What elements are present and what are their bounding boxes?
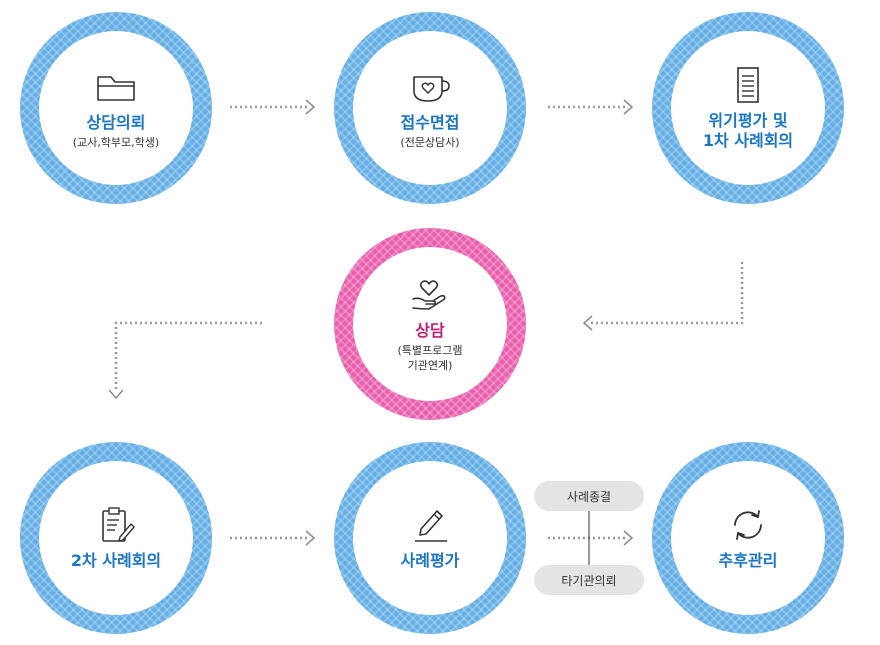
node-title: 상담	[415, 321, 445, 340]
node-request: 상담의뢰 (교사,학부모,학생)	[20, 12, 212, 204]
node-title: 상담의뢰	[86, 112, 146, 132]
node-title-line1: 위기평가 및	[708, 111, 788, 130]
node-title: 접수면접	[400, 112, 460, 132]
refresh-icon	[734, 510, 762, 540]
connector-4-5	[114, 321, 262, 392]
branch-external-referral: 타기관의뢰	[534, 565, 644, 595]
node-subtitle-line1: (특별프로그램	[397, 344, 463, 357]
arrowhead-4	[108, 389, 124, 400]
node-title-line2: 1차 사례회의	[702, 131, 794, 150]
folder-icon	[97, 75, 135, 101]
pen-icon	[415, 510, 447, 542]
branch-case-closed: 사례종결	[534, 481, 644, 511]
arrowhead-3	[582, 315, 593, 331]
node-counseling: 상담 (특별프로그램 기관연계)	[334, 228, 526, 420]
node-crisis-assessment: 위기평가 및 1차 사례회의	[652, 12, 844, 204]
node-follow-up: 추후관리	[652, 442, 844, 634]
node-subtitle: (교사,학부모,학생)	[72, 135, 160, 149]
node-title: 추후관리	[718, 551, 778, 570]
node-title: 2차 사례회의	[70, 551, 162, 570]
arrowhead-1	[305, 99, 316, 115]
node-subtitle-line2: 기관연계)	[407, 359, 453, 372]
cup-heart-icon	[413, 75, 450, 102]
node-subtitle: (전문상담사)	[400, 135, 460, 149]
arrowhead-6	[623, 530, 634, 546]
document-icon	[737, 67, 759, 103]
node-case-evaluation: 사례평가	[334, 442, 526, 634]
arrowhead-2	[623, 99, 634, 115]
node-intake: 접수면접 (전문상담사)	[334, 12, 526, 204]
node-title: 사례평가	[400, 551, 460, 570]
clipboard-icon	[102, 507, 135, 542]
arrowhead-5	[305, 530, 316, 546]
connector-3-4	[588, 262, 744, 325]
hand-heart-icon	[412, 280, 446, 310]
node-second-case-meeting: 2차 사례회의	[20, 442, 212, 634]
